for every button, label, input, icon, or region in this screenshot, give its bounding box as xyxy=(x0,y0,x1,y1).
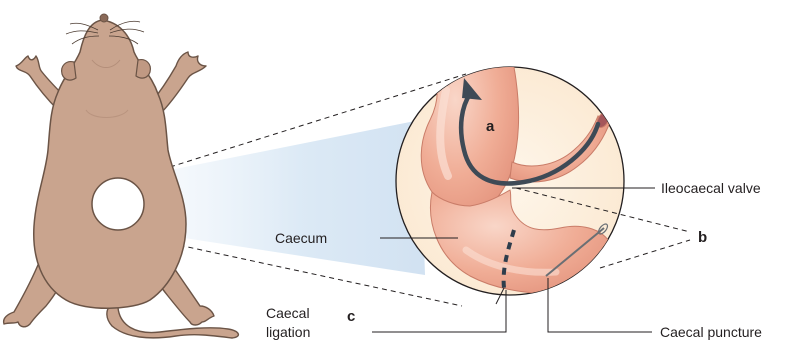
mouse-body xyxy=(34,20,186,308)
label-caecal-puncture: Caecal puncture xyxy=(660,324,762,340)
label-ileocaecal-valve: Ileocaecal valve xyxy=(661,180,761,196)
label-caecal-ligation-line2: ligation xyxy=(266,324,310,340)
marker-b: b xyxy=(698,229,707,246)
marker-a: a xyxy=(486,118,495,135)
label-caecal-ligation-line1: Caecal xyxy=(266,305,310,321)
mouse-right-ear xyxy=(136,60,150,78)
incision-site xyxy=(92,178,144,230)
mouse-left-ear xyxy=(62,62,76,80)
label-caecum: Caecum xyxy=(275,230,327,246)
magnified-view: a xyxy=(396,40,624,304)
mouse-nose xyxy=(100,14,108,22)
marker-c: c xyxy=(347,308,355,325)
mouse-tail xyxy=(107,306,239,338)
